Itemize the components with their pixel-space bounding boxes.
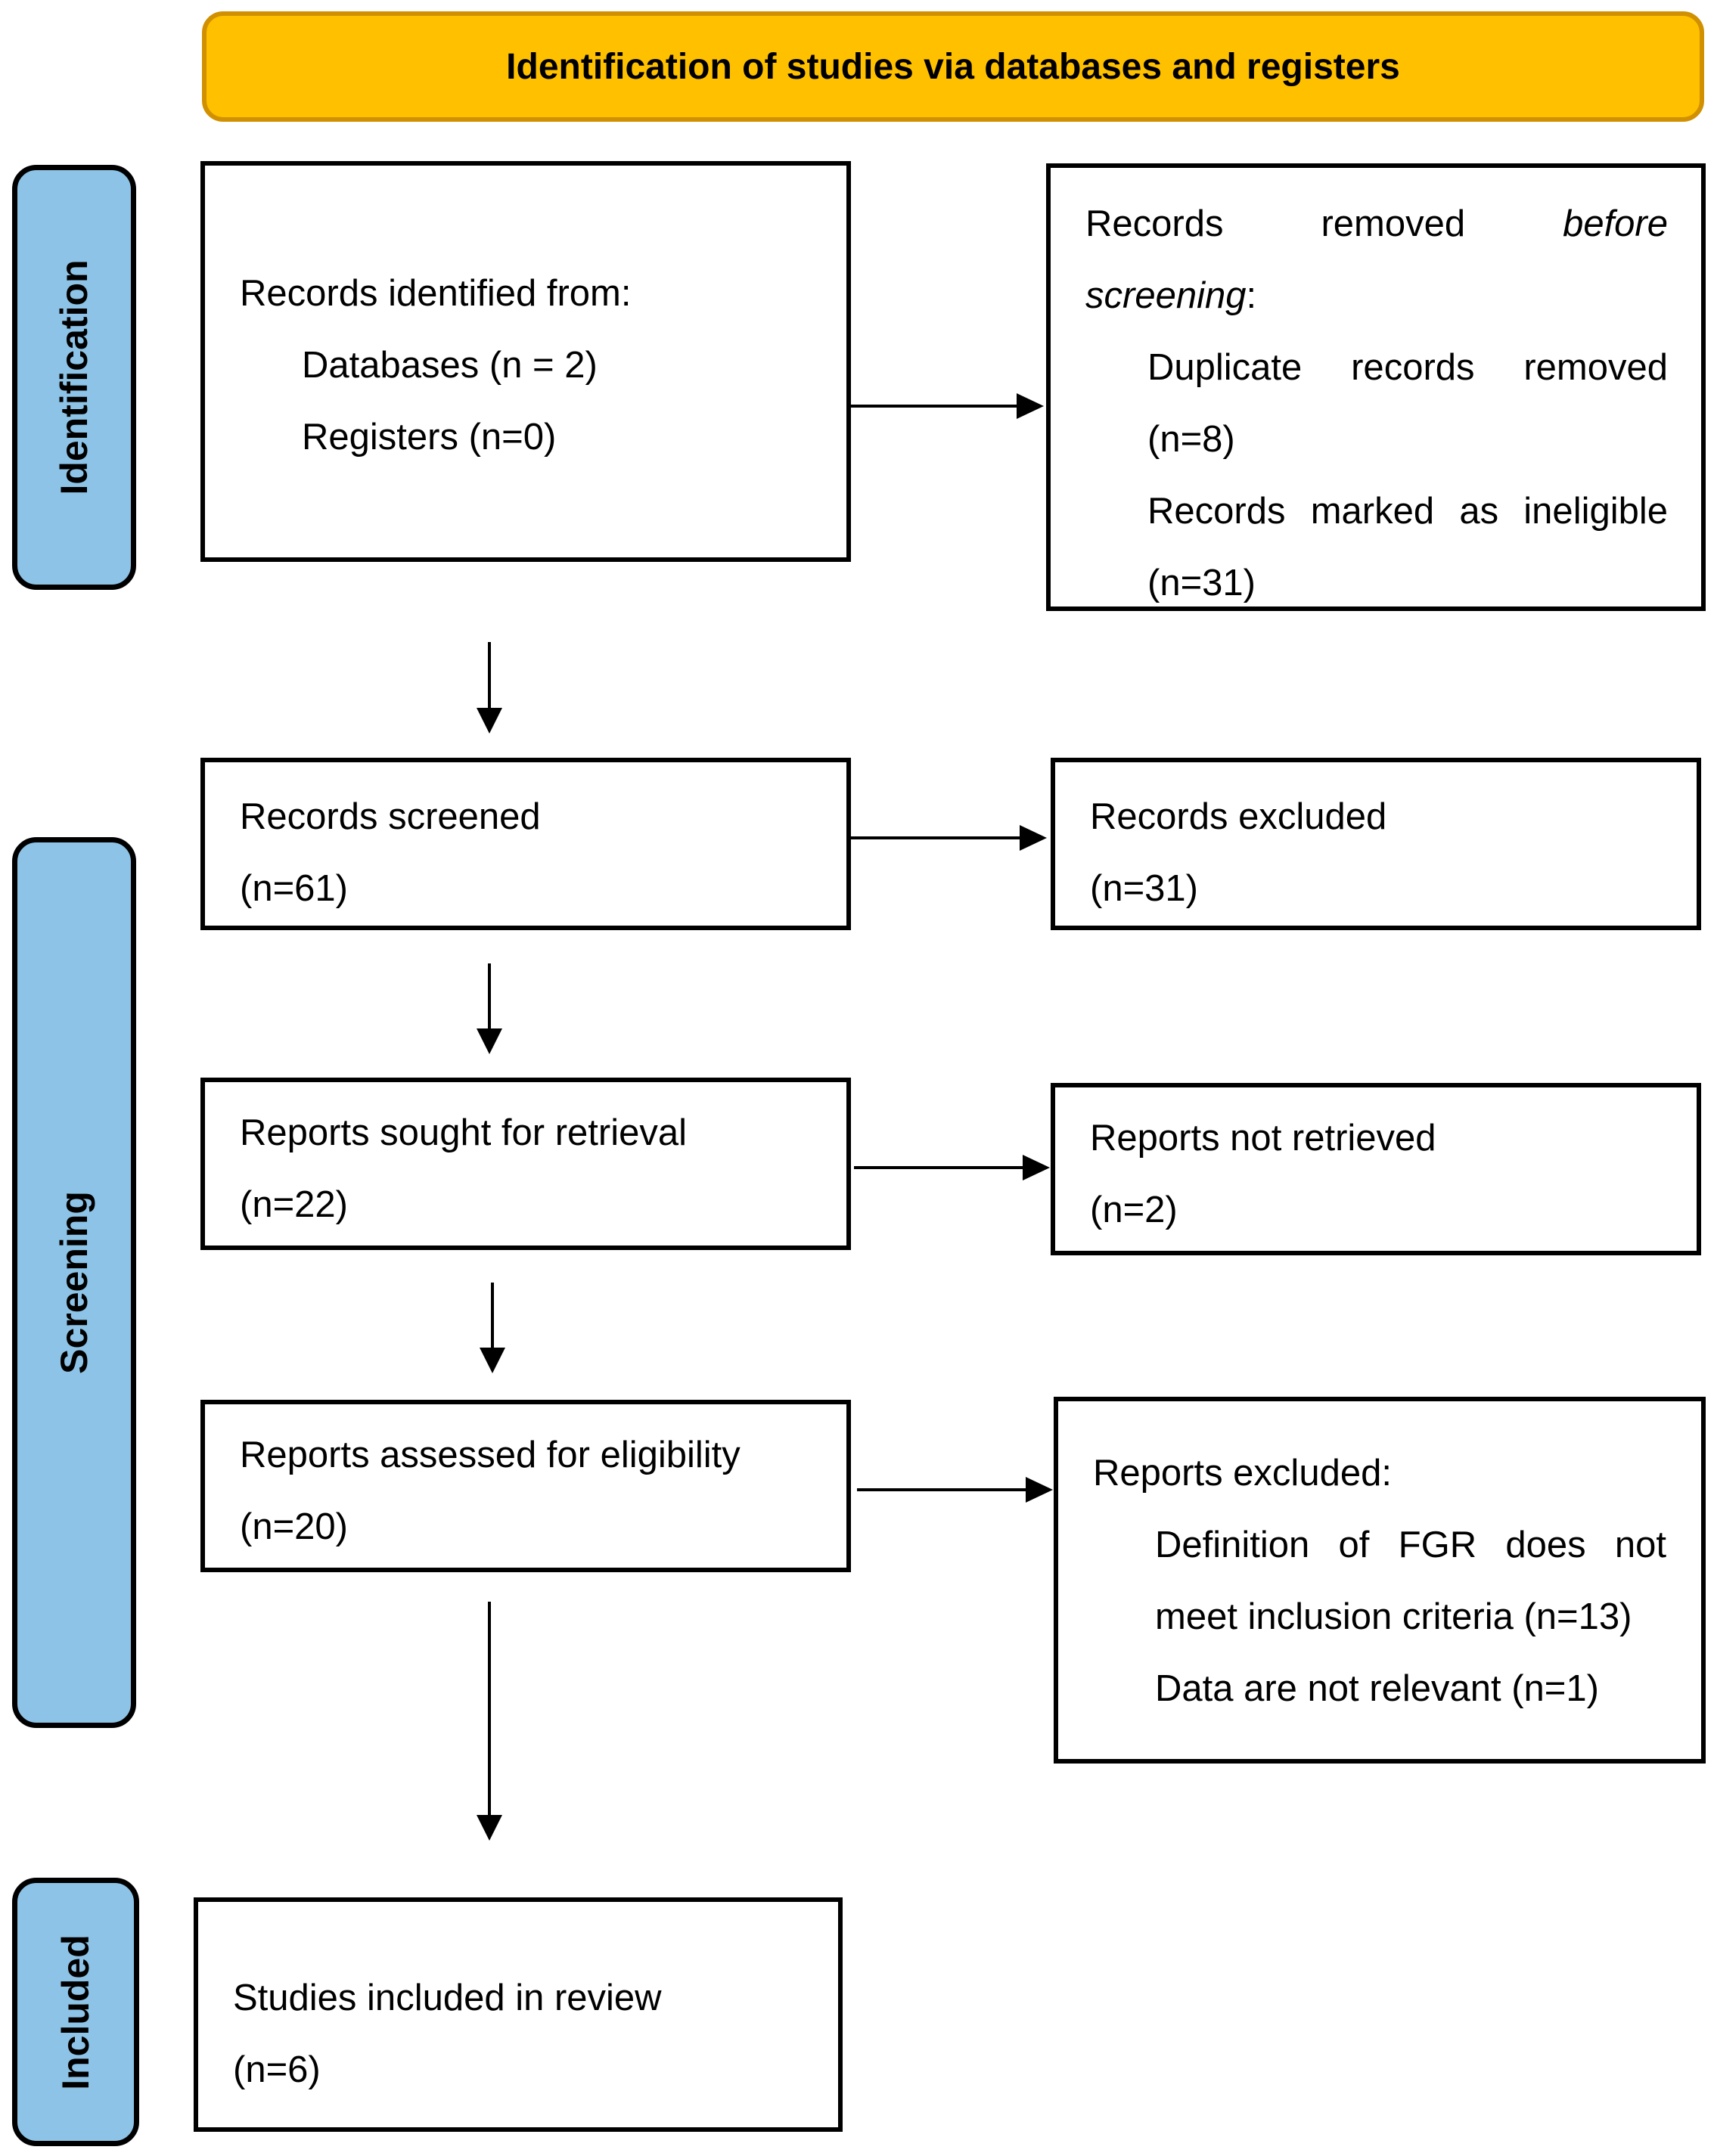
studies-included-box: Studies included in review (n=6)	[194, 1897, 843, 2132]
phase-label: Identification	[53, 259, 95, 495]
arrow-line	[488, 963, 491, 1031]
reports-assessed-box: Reports assessed for eligibility (n=20)	[200, 1400, 851, 1572]
arrow-line	[488, 1602, 491, 1818]
box-title: Records removed before screening:	[1085, 188, 1668, 332]
phase-screening: Screening	[12, 837, 136, 1728]
duplicates-count: Duplicate records removed (n=8)	[1147, 347, 1668, 460]
arrow-down-icon	[477, 1815, 502, 1841]
title-text: :	[1246, 275, 1257, 316]
arrow-line	[851, 405, 1019, 408]
box-title: Records screened	[240, 796, 541, 837]
header-title: Identification of studies via databases …	[506, 46, 1400, 87]
arrow-down-icon	[480, 1348, 505, 1373]
box-title: Reports sought for retrieval	[240, 1112, 687, 1153]
arrow-line	[854, 1166, 1025, 1169]
box-title: Studies included in review	[233, 1978, 662, 2018]
header-banner: Identification of studies via databases …	[202, 11, 1704, 122]
box-title: Reports not retrieved	[1090, 1118, 1436, 1159]
box-title: Reports excluded:	[1093, 1453, 1392, 1494]
reports-excluded-box: Reports excluded: Definition of FGR does…	[1054, 1397, 1706, 1764]
box-title: Reports assessed for eligibility	[240, 1435, 741, 1475]
records-screened-box: Records screened (n=61)	[200, 758, 851, 930]
arrow-right-icon	[1023, 1155, 1050, 1180]
phase-label: Included	[54, 1934, 97, 2090]
phase-included: Included	[12, 1878, 139, 2146]
exclusion-reason: Data are not relevant (n=1)	[1155, 1668, 1599, 1709]
title-italic: before	[1563, 203, 1668, 244]
records-removed-box: Records removed before screening: Duplic…	[1046, 163, 1706, 611]
phase-identification: Identification	[12, 165, 136, 590]
box-count: (n=2)	[1090, 1190, 1178, 1230]
arrow-down-icon	[477, 1028, 502, 1054]
arrow-line	[857, 1488, 1028, 1491]
arrow-line	[491, 1283, 494, 1351]
box-title: Records excluded	[1090, 796, 1387, 837]
records-identified-box: Records identified from: Databases (n = …	[200, 161, 851, 562]
box-count: (n=22)	[240, 1184, 349, 1225]
phase-label: Screening	[53, 1191, 95, 1374]
box-title: Records identified from:	[240, 273, 632, 314]
records-excluded-box: Records excluded (n=31)	[1051, 758, 1701, 930]
box-count: (n=20)	[240, 1506, 349, 1547]
exclusion-reason: Definition of FGR does not meet inclusio…	[1155, 1525, 1666, 1637]
box-count: (n=6)	[233, 2049, 321, 2090]
reports-not-retrieved-box: Reports not retrieved (n=2)	[1051, 1083, 1701, 1255]
ineligible-count: Records marked as ineligible (n=31)	[1147, 491, 1668, 603]
title-italic: screening	[1085, 275, 1247, 316]
databases-count: Databases (n = 2)	[302, 345, 598, 386]
box-count: (n=31)	[1090, 868, 1199, 909]
arrow-right-icon	[1020, 825, 1047, 851]
reports-sought-box: Reports sought for retrieval (n=22)	[200, 1078, 851, 1250]
arrow-line	[488, 642, 491, 710]
registers-count: Registers (n=0)	[302, 417, 557, 458]
box-count: (n=61)	[240, 868, 349, 909]
arrow-right-icon	[1026, 1477, 1053, 1503]
arrow-right-icon	[1017, 393, 1044, 419]
arrow-line	[851, 836, 1022, 839]
title-text: Records removed	[1085, 203, 1563, 244]
arrow-down-icon	[477, 708, 502, 734]
